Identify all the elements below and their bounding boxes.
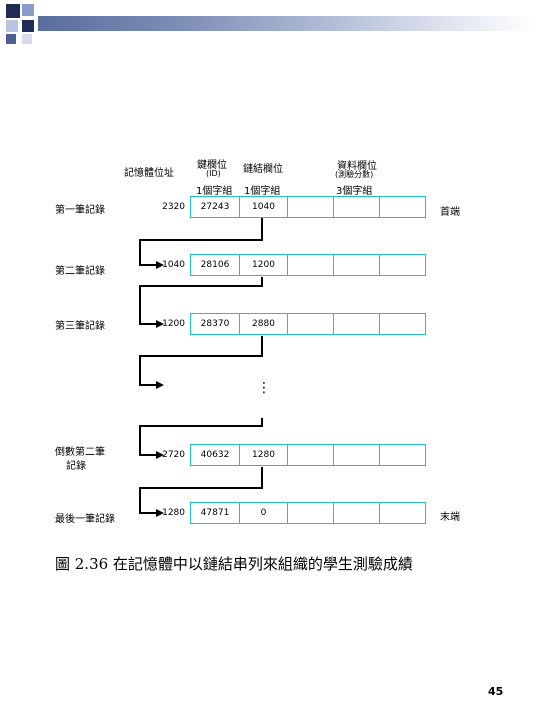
data-cell <box>333 197 379 217</box>
record-label: 第一筆記錄 <box>55 205 105 216</box>
deco-square-6 <box>6 34 16 44</box>
header-gradient-bar <box>38 16 534 31</box>
deco-square-1 <box>6 4 20 18</box>
record-address: 2720 <box>162 450 185 460</box>
data-field-header: 資料欄位 <box>337 161 377 172</box>
arrow-ellipsis-to-record4 <box>139 418 263 456</box>
arrow-record3-to-ellipsis <box>139 336 263 386</box>
id-cell: 28370 <box>200 319 230 329</box>
data-cell <box>379 503 425 523</box>
record-label: 第二筆記錄 <box>55 266 105 277</box>
tail-label: 末端 <box>440 512 460 523</box>
deco-square-5 <box>22 34 32 44</box>
data-cell <box>333 503 379 523</box>
ellipsis: ⋮ <box>257 380 271 396</box>
arrow-record1-to-record2 <box>139 218 263 266</box>
key-size-label: 1個字組 <box>196 186 233 197</box>
link-cell: 0 <box>239 503 287 523</box>
data-cell <box>287 255 333 275</box>
figure-caption: 圖 2.36 在記憶體中以鏈結串列來組織的學生測驗成績 <box>55 555 413 573</box>
arrow-record2-to-record3 <box>139 277 263 325</box>
address-header: 記憶體位址 <box>124 168 174 179</box>
record-row: 28106 1200 <box>190 254 426 276</box>
record-address: 2320 <box>162 202 185 212</box>
record-label: 最後一筆記錄 <box>55 514 115 525</box>
data-cell <box>287 503 333 523</box>
data-size-label: 3個字組 <box>336 186 373 197</box>
deco-square-3 <box>6 20 18 32</box>
data-cell <box>379 197 425 217</box>
data-cell <box>333 314 379 334</box>
data-cell <box>379 255 425 275</box>
record-label-line2: 記錄 <box>66 461 86 472</box>
record-label: 第三筆記錄 <box>55 321 105 332</box>
key-field-header: 鍵欄位 <box>197 160 227 171</box>
data-cell <box>333 255 379 275</box>
deco-square-4 <box>22 20 34 32</box>
arrowhead-4 <box>156 451 164 459</box>
id-cell: 40632 <box>200 450 230 460</box>
record-row: 28370 2880 <box>190 313 426 335</box>
link-cell: 1280 <box>239 445 287 465</box>
id-cell: 27243 <box>200 202 230 212</box>
record-address: 1280 <box>162 508 185 518</box>
id-cell: 28106 <box>200 260 230 270</box>
link-cell: 1040 <box>239 197 287 217</box>
record-address: 1040 <box>162 260 185 270</box>
data-field-sub: (測驗分數) <box>335 170 374 179</box>
id-cell: 47871 <box>200 508 230 518</box>
data-cell <box>287 445 333 465</box>
link-cell: 1200 <box>239 255 287 275</box>
data-cell <box>379 445 425 465</box>
record-row: 40632 1280 <box>190 444 426 466</box>
link-size-label: 1個字組 <box>244 186 281 197</box>
link-field-header: 鏈結欄位 <box>243 164 283 175</box>
arrow-record4-to-record5 <box>139 467 263 514</box>
record-row: 27243 1040 <box>190 196 426 218</box>
key-field-sub: (ID) <box>206 169 221 178</box>
record-address: 1200 <box>162 319 185 329</box>
data-cell <box>287 197 333 217</box>
data-cell <box>379 314 425 334</box>
link-cell: 2880 <box>239 314 287 334</box>
arrowhead-1 <box>156 261 164 269</box>
arrowhead-3 <box>156 381 164 389</box>
arrowhead-5 <box>156 509 164 517</box>
record-label-line1: 倒數第二筆 <box>55 447 105 458</box>
arrowhead-2 <box>156 320 164 328</box>
data-cell <box>333 445 379 465</box>
head-label: 首端 <box>440 207 460 218</box>
data-cell <box>287 314 333 334</box>
deco-square-2 <box>22 4 34 16</box>
page-number: 45 <box>488 685 504 698</box>
record-row: 47871 0 <box>190 502 426 524</box>
